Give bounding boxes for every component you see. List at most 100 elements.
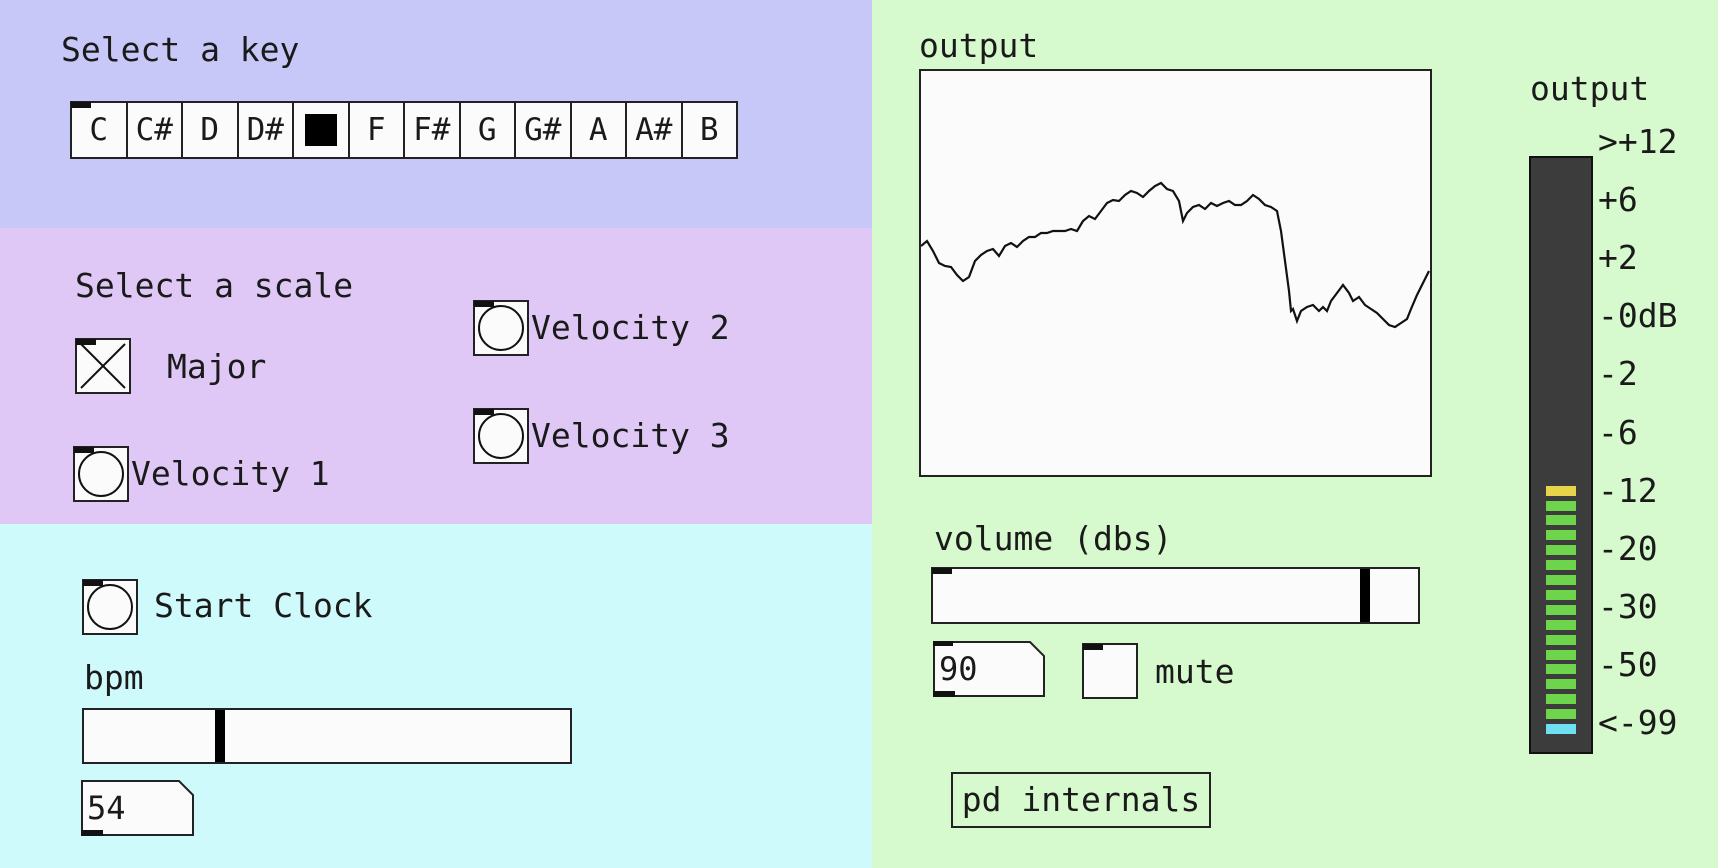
mute-label: mute [1155,652,1235,691]
mute-toggle-inlet [1083,644,1103,650]
vu-tick-label: <-99 [1598,703,1678,742]
vu-led-segment [1546,485,1576,496]
start-clock-label: Start Clock [154,586,373,625]
velocity-2-label: Velocity 2 [531,308,730,347]
waveform-line [921,181,1430,329]
key-option-label: F [366,112,386,148]
bang-circle-icon [478,413,524,459]
bang-circle-icon [78,451,124,497]
volume-number-box[interactable]: 90 [933,641,1045,697]
key-option-label: G# [524,112,562,148]
key-option-c-sharp[interactable]: C# [128,103,183,157]
key-option-label: B [699,112,719,148]
bang-inlet [74,447,94,453]
scale-section-title: Select a scale [75,266,354,305]
velocity-3-bang[interactable] [473,408,529,464]
selected-key-marker [304,114,337,146]
key-option-d-sharp[interactable]: D# [239,103,294,157]
scale-select-panel [0,228,872,524]
pd-internals-subpatch[interactable]: pd internals [951,772,1211,828]
mute-toggle[interactable] [1082,643,1138,699]
vu-tick-label: -2 [1598,354,1638,394]
number-box-outline [933,641,1045,697]
vu-led-segment [1546,694,1576,705]
key-option-e[interactable] [294,103,350,157]
pd-internals-label: pd internals [961,780,1201,819]
bpm-value: 54 [87,789,126,827]
velocity-2-bang[interactable] [473,300,529,356]
vu-tick-label: -30 [1598,586,1658,626]
bpm-label: bpm [84,658,144,697]
major-label: Major [167,347,267,386]
vu-led-segment [1546,530,1576,541]
bpm-slider-knob[interactable] [215,710,226,762]
major-toggle-inlet [76,339,96,345]
key-option-label: D [200,112,220,148]
key-option-label: A [588,112,608,148]
velocity-1-label: Velocity 1 [131,454,330,493]
key-option-g[interactable]: G [461,103,516,157]
graph-title: output [919,26,1039,65]
key-option-d[interactable]: D [183,103,239,157]
velocity-1-bang[interactable] [73,446,129,502]
key-option-label: C# [135,112,173,148]
key-radio-selector[interactable]: C C# D D# F F# G G# A A# B [70,101,738,159]
key-option-c[interactable]: C [72,103,128,157]
bpm-slider[interactable] [82,708,572,764]
key-option-label: F# [413,112,451,148]
vu-led-segment [1546,664,1576,675]
key-radio-inlet [71,102,91,108]
vu-tick-label: -12 [1598,470,1658,510]
vu-led-segment [1546,709,1576,720]
meter-title: output [1530,69,1650,108]
volume-label: volume (dbs) [934,519,1173,558]
waveform-plot [921,181,1430,329]
vu-led-segment [1546,500,1576,511]
key-option-label: A# [635,112,673,148]
vu-led-segment [1546,724,1576,734]
key-section-title: Select a key [61,30,300,69]
volume-value: 90 [939,650,978,688]
bang-circle-icon [87,584,133,630]
major-toggle[interactable] [75,338,131,394]
vu-led-segment [1546,604,1576,615]
vu-tick-label: -6 [1598,412,1638,452]
velocity-3-label: Velocity 3 [531,416,730,455]
vu-led-segment [1546,649,1576,660]
vu-led-segment [1546,560,1576,571]
vu-tick-label: +6 [1598,180,1638,220]
vu-tick-label: -50 [1598,644,1658,684]
volume-slider-inlet [932,568,952,574]
key-option-a-sharp[interactable]: A# [627,103,683,157]
vu-tick-label: >+12 [1598,122,1678,161]
vu-led-segment [1546,575,1576,585]
number-box-outline [81,780,194,836]
output-waveform-graph [919,69,1432,477]
bang-inlet [83,580,103,586]
vu-tick-label: +2 [1598,238,1638,278]
vu-led-segment [1546,515,1576,526]
volume-slider-knob[interactable] [1359,569,1370,622]
vu-led-segment [1546,634,1576,645]
key-option-label: C [89,112,109,148]
vu-led-segment [1546,679,1576,690]
key-option-g-sharp[interactable]: G# [516,103,572,157]
bang-inlet [474,409,494,415]
bang-inlet [474,301,494,307]
bang-circle-icon [478,305,524,351]
key-option-f-sharp[interactable]: F# [405,103,461,157]
start-clock-bang[interactable] [82,579,138,635]
bpm-number-box[interactable]: 54 [81,780,194,836]
key-option-label: G [477,112,497,148]
key-option-label: D# [246,112,284,148]
vu-tick-label: -20 [1598,528,1658,568]
vu-tick-label: -0dB [1598,296,1678,336]
vu-meter [1529,156,1593,754]
vu-led-segment [1546,545,1576,556]
key-option-a[interactable]: A [572,103,627,157]
volume-slider[interactable] [931,567,1420,624]
key-option-b[interactable]: B [683,103,737,157]
key-option-f[interactable]: F [350,103,405,157]
vu-led-segment [1546,589,1576,600]
vu-led-segment [1546,619,1576,630]
